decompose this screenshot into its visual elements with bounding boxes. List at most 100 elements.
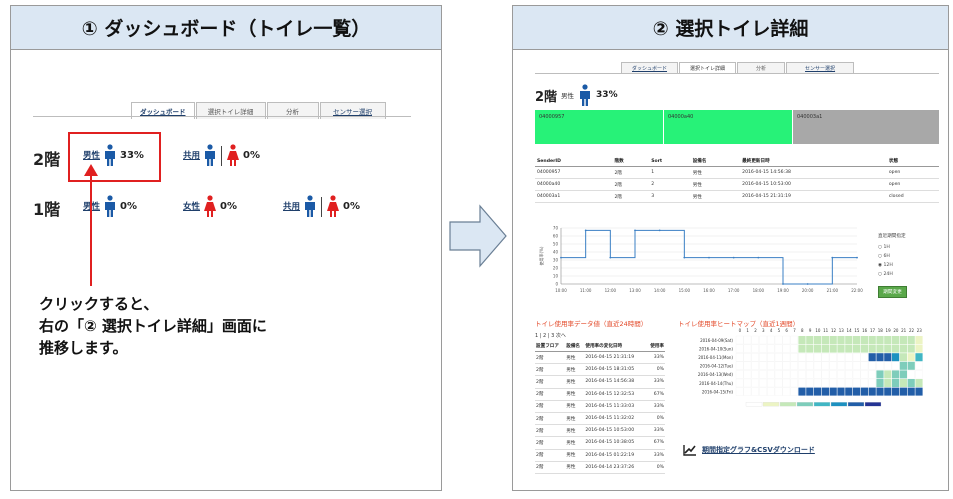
heatmap-cell bbox=[813, 370, 822, 379]
toilet-1f-female-percent: 0% bbox=[220, 200, 237, 212]
heatmap-cell bbox=[915, 344, 923, 353]
heatmap-cell bbox=[868, 353, 876, 362]
table-cell: 2 bbox=[649, 178, 691, 191]
heatmap-cell bbox=[767, 378, 775, 388]
table-cell: 男性 bbox=[690, 166, 741, 179]
heatmap-cell bbox=[829, 336, 837, 344]
pager[interactable]: 1 | 2 | 3 次へ bbox=[535, 333, 566, 339]
heatmap-cell bbox=[907, 336, 915, 344]
toilet-2f-shared[interactable]: 共用 0% bbox=[183, 144, 260, 166]
radio-icon[interactable]: ◉ bbox=[878, 263, 884, 268]
heatmap-cell bbox=[743, 361, 752, 370]
x-tick-label: 18:00 bbox=[753, 288, 765, 293]
toilet-2f-male-label[interactable]: 男性 bbox=[83, 151, 101, 161]
period-change-button[interactable]: 期間変更 bbox=[878, 286, 907, 298]
x-tick-label: 21:00 bbox=[827, 288, 839, 293]
heatmap-cell bbox=[751, 387, 759, 396]
tab-toilet-detail[interactable]: 選択トイレ詳細 bbox=[679, 62, 737, 74]
heatmap-cell bbox=[837, 336, 845, 344]
download-link[interactable]: 期間指定グラフ&CSVダウンロード bbox=[683, 444, 815, 456]
period-option[interactable]: ○ 24H bbox=[878, 270, 906, 279]
table-cell: 男性 bbox=[565, 412, 585, 426]
heatmap-cell bbox=[759, 370, 767, 379]
heatmap-cell bbox=[743, 370, 752, 379]
toilet-1f-female-label[interactable]: 女性 bbox=[183, 202, 201, 212]
period-option[interactable]: ◉ 12H bbox=[878, 261, 906, 270]
female-icon bbox=[327, 195, 340, 217]
heatmap-day-label: 2016-04-12(Tue) bbox=[700, 364, 734, 369]
y-tick-label: 50 bbox=[553, 242, 559, 247]
period-option[interactable]: ○ 6H bbox=[878, 252, 906, 261]
heatmap-day-label: 2016-04-14(Thu) bbox=[699, 381, 733, 386]
table-cell: 2階 bbox=[612, 190, 650, 203]
heatmap-cell bbox=[853, 344, 861, 353]
heatmap-cell bbox=[892, 353, 900, 362]
table-cell: 2016-04-15 18:31:05 bbox=[584, 363, 646, 377]
heatmap-cell bbox=[837, 387, 845, 396]
table-cell: 33% bbox=[645, 449, 665, 462]
heatmap-cell bbox=[774, 361, 783, 370]
heatmap-cell bbox=[767, 335, 775, 345]
heatmap-cell bbox=[907, 370, 915, 379]
period-option[interactable]: ○ 1H bbox=[878, 243, 906, 252]
tab-dashboard[interactable]: ダッシュボード bbox=[621, 62, 679, 74]
heatmap-hour-label: 19 bbox=[886, 328, 892, 333]
heatmap-hour-label: 4 bbox=[770, 328, 773, 333]
toilet-2f-male[interactable]: 男性 33% bbox=[83, 144, 144, 166]
heatmap-cell bbox=[798, 387, 806, 396]
heatmap-cell bbox=[868, 370, 876, 379]
tab-analysis[interactable]: 分析 bbox=[737, 62, 786, 74]
table-cell: 2016-04-15 01:22:19 bbox=[584, 449, 646, 462]
heatmap-cell bbox=[814, 344, 822, 353]
callout-line bbox=[90, 168, 92, 286]
x-tick-label: 20:00 bbox=[802, 288, 814, 293]
heatmap-section-title: トイレ使用率ヒートマップ（直近1週間） bbox=[678, 320, 800, 328]
toilet-1f-male-percent: 0% bbox=[120, 200, 137, 212]
heatmap-cell bbox=[735, 370, 744, 379]
heatmap-cell bbox=[915, 387, 923, 396]
heatmap-cell bbox=[759, 378, 767, 388]
toilet-1f-shared[interactable]: 共用 0% bbox=[283, 195, 360, 217]
heatmap-cell bbox=[907, 379, 915, 387]
download-link-label[interactable]: 期間指定グラフ&CSVダウンロード bbox=[702, 446, 815, 454]
heatmap-cell bbox=[868, 361, 876, 370]
tab-sensor-select[interactable]: センサー選択 bbox=[319, 102, 386, 119]
heatmap-cell bbox=[892, 370, 900, 379]
heatmap-cell bbox=[767, 361, 775, 370]
heatmap-cell bbox=[907, 361, 915, 370]
heatmap-cell bbox=[782, 387, 791, 396]
heatmap-day-label: 2016-04-13(Wed) bbox=[698, 372, 734, 377]
heatmap-cell bbox=[798, 370, 806, 379]
heatmap-hour-label: 0 bbox=[739, 328, 742, 333]
heatmap-cell bbox=[735, 387, 744, 396]
x-tick-label: 19:00 bbox=[777, 288, 789, 293]
radio-icon[interactable]: ○ bbox=[878, 254, 884, 259]
col-sort: Sort bbox=[649, 156, 691, 167]
col-floor: 設置フロア bbox=[535, 341, 566, 352]
heatmap-cell bbox=[782, 361, 791, 370]
tab-analysis[interactable]: 分析 bbox=[266, 102, 319, 119]
table-cell: 男性 bbox=[565, 351, 585, 365]
tab-dashboard[interactable]: ダッシュボード bbox=[131, 102, 195, 119]
toilet-1f-female[interactable]: 女性 0% bbox=[183, 195, 237, 217]
tab-toilet-detail[interactable]: 選択トイレ詳細 bbox=[195, 102, 266, 119]
tab-sensor-select[interactable]: センサー選択 bbox=[786, 62, 855, 74]
heatmap-hour-label: 1 bbox=[746, 328, 749, 333]
floor-1-label: 1階 bbox=[33, 200, 61, 219]
heatmap-cell bbox=[852, 361, 861, 370]
heatmap-cell bbox=[884, 336, 892, 344]
heatmap-cell bbox=[907, 344, 915, 353]
heatmap-cell bbox=[845, 361, 853, 370]
heatmap-hour-label: 23 bbox=[917, 328, 923, 333]
radio-icon[interactable]: ○ bbox=[878, 245, 884, 250]
toilet-1f-shared-label[interactable]: 共用 bbox=[283, 202, 301, 212]
heatmap-day-label: 2016-04-09(Sat) bbox=[700, 338, 733, 343]
heatmap-cell bbox=[860, 370, 869, 379]
radio-icon[interactable]: ○ bbox=[878, 272, 884, 277]
heatmap-cell bbox=[837, 378, 845, 388]
toilet-2f-shared-label[interactable]: 共用 bbox=[183, 151, 201, 161]
